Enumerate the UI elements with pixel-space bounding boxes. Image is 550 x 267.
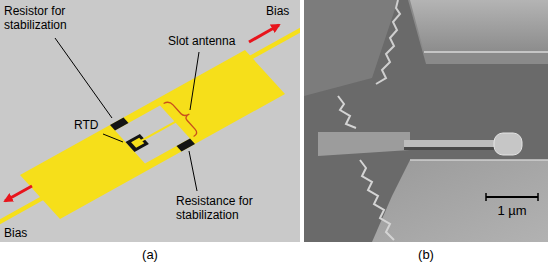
bias-arrow	[5, 186, 32, 201]
panel-label: (b)	[418, 247, 434, 263]
bias-label: Bias	[266, 4, 289, 18]
sem-electrode	[410, 0, 548, 52]
sem-edge	[410, 159, 548, 161]
sem-plateau	[372, 160, 548, 242]
scale-bar	[486, 196, 538, 198]
rtd-line	[140, 121, 177, 142]
scale-bar	[537, 193, 539, 201]
leader-line	[55, 38, 112, 118]
scale-label: 1 µm	[497, 203, 526, 219]
scale-bar	[485, 193, 487, 201]
slot-antenna-label: Slot antenna	[168, 34, 235, 48]
sem-rough-edge	[338, 96, 394, 240]
sem-edge	[424, 51, 548, 53]
rtd-symbol	[126, 134, 149, 152]
bias-line	[0, 196, 45, 240]
rtd-label: RTD	[74, 118, 98, 132]
antenna-structure	[0, 21, 300, 242]
leader-line	[189, 151, 197, 191]
sem-image	[304, 0, 548, 242]
slot-bracket	[164, 98, 205, 137]
sem-electrode	[318, 132, 410, 156]
panel-label: (a)	[142, 247, 158, 263]
bias-line	[248, 27, 300, 60]
leader-line	[103, 134, 123, 142]
resistor-symbol	[177, 139, 196, 152]
resistance-label: Resistance for stabilization	[176, 194, 266, 222]
bias-label: Bias	[4, 226, 27, 240]
sem-ground	[304, 0, 548, 242]
leader-line	[190, 52, 199, 110]
panel-ground	[0, 0, 300, 242]
resistor-label: Resistor for stabilization	[4, 4, 86, 32]
air-bridge	[404, 140, 502, 147]
sem-electrode	[408, 0, 548, 64]
sem-region	[304, 0, 398, 96]
air-bridge-shadow	[404, 147, 502, 150]
electrode-plate	[20, 50, 285, 219]
sem-rough-edge	[376, 0, 400, 84]
contact-pad	[494, 133, 522, 155]
bias-arrow	[249, 25, 279, 42]
resistor-symbol	[110, 118, 129, 131]
